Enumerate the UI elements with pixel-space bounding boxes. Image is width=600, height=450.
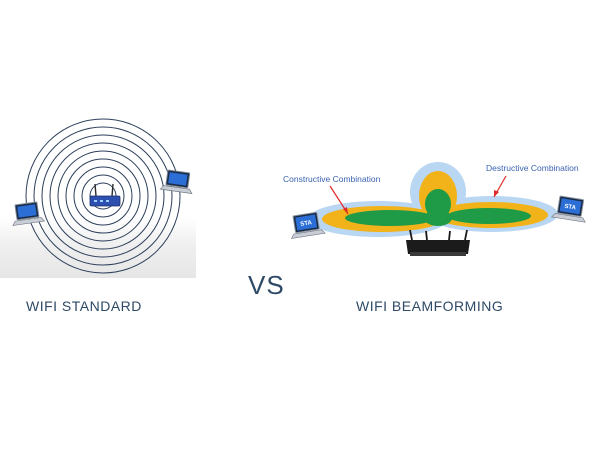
ring	[41, 134, 165, 258]
arrow-icon	[493, 175, 507, 198]
beamforming-caption: WIFI BEAMFORMING	[356, 298, 504, 314]
laptop-icon: STA	[550, 195, 586, 223]
svg-text:STA: STA	[564, 204, 577, 212]
ring	[57, 150, 149, 242]
laptop-icon: STA	[290, 211, 326, 239]
router-icon	[89, 183, 121, 207]
omnidirectional-rings	[25, 118, 181, 274]
svg-text:STA: STA	[300, 220, 313, 228]
ring	[25, 118, 181, 274]
vs-label: VS	[248, 270, 285, 300]
ring	[81, 174, 125, 218]
ring	[33, 126, 173, 266]
laptop-icon	[159, 169, 193, 194]
ring	[49, 142, 157, 250]
constructive-annotation: Constructive Combination	[283, 174, 381, 184]
beam-pattern	[308, 162, 558, 237]
beam-core-lobe-left	[345, 210, 435, 226]
beam-core-lobe-right	[447, 208, 531, 224]
router-icon	[406, 229, 470, 256]
arrow-icon	[329, 185, 349, 215]
beam-core-center	[424, 210, 452, 226]
ring	[65, 158, 141, 234]
standard-caption: WIFI STANDARD	[26, 298, 142, 314]
ring	[73, 166, 133, 226]
destructive-annotation: Destructive Combination	[486, 163, 579, 173]
laptop-icon	[12, 201, 46, 226]
